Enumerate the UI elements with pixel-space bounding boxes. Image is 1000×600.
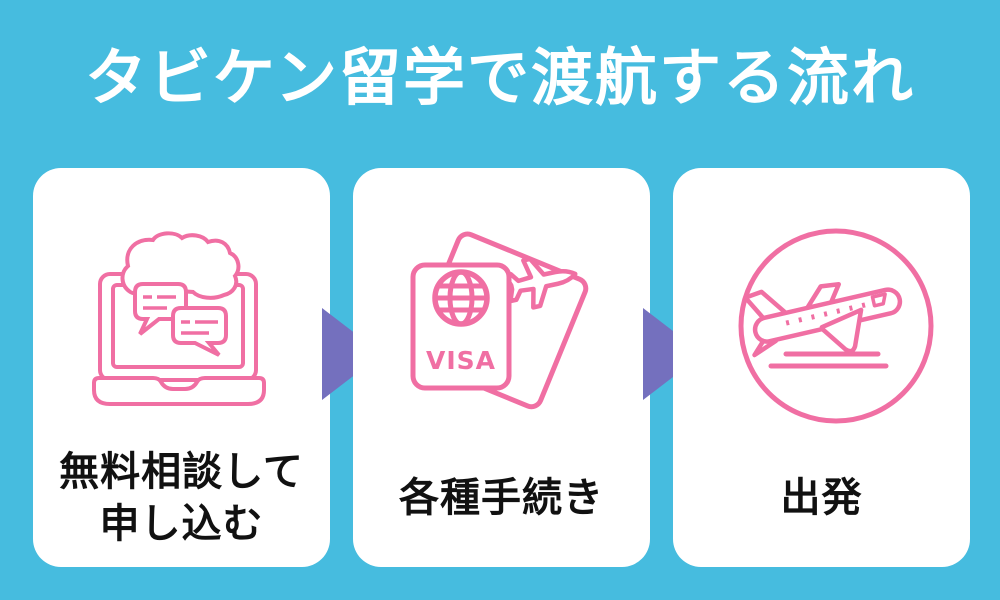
step-label-line: 申し込む [99,501,264,547]
page-title: タビケン留学で渡航する流れ [84,41,916,114]
visa-label: VISA [426,346,496,375]
step-label-line: 各種手続き [399,475,604,521]
passport-visa-ticket-icon: VISA [410,231,589,410]
step-label-line: 出発 [780,475,863,521]
laptop-chat-cloud-icon [92,231,266,406]
airplane-takeoff-circle-icon [738,228,934,424]
step-label-line: 無料相談して [59,449,304,495]
step-label: 各種手続き [353,436,650,560]
step-card-procedures: VISA 各種手続き [353,168,650,567]
step-label: 出発 [673,436,970,560]
step-label: 無料相談して 申し込む [33,436,330,560]
step-card-departure: 出発 [673,168,970,567]
step-card-consultation: 無料相談して 申し込む [33,168,330,567]
